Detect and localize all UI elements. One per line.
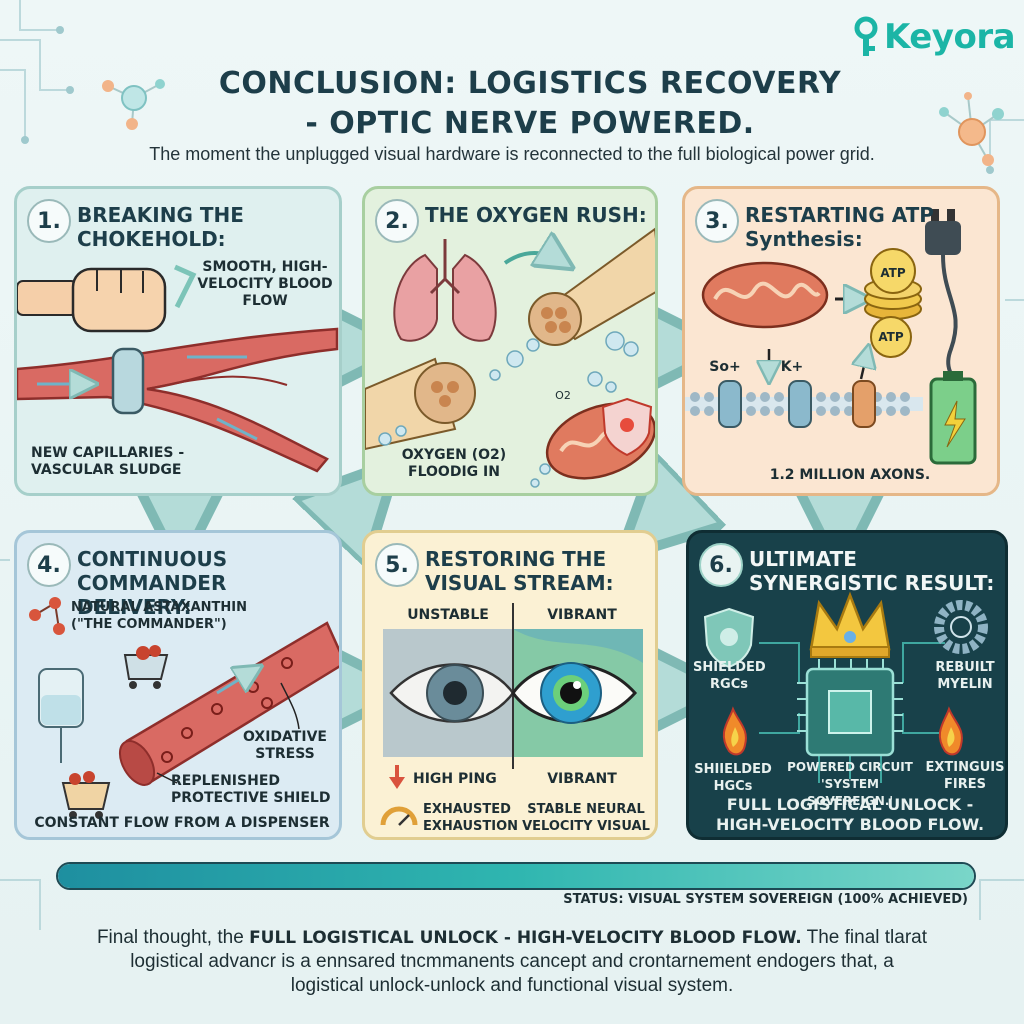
panel-title: RESTORING THE VISUAL STREAM: bbox=[425, 547, 614, 595]
eye-comparison-illustration bbox=[380, 603, 643, 826]
circuit-traces bbox=[759, 642, 945, 783]
brand-name: Keyora bbox=[884, 17, 1016, 57]
label-oxygen: OXYGEN (O2) FLOODIG IN bbox=[401, 447, 507, 480]
label-oxidative-stress: OXIDATIVE STRESS bbox=[243, 729, 327, 762]
panel-commander-delivery: 4. CONTINUOUS COMMANDER DELIVERY: NATURA… bbox=[14, 530, 342, 840]
cart-icon bbox=[123, 645, 169, 689]
label-replenished-shield: REPLENISHED PROTECTIVE SHIELD bbox=[171, 773, 331, 806]
fist-icon bbox=[17, 267, 167, 333]
label-powered-circuit: POWERED CIRCUIT 'SYSTEM SOVEREIGN.' bbox=[787, 760, 913, 808]
label-vibrant-bottom: VIBRANT bbox=[547, 771, 617, 787]
label-exhausted: EXHAUSTED EXHAUSTION bbox=[423, 802, 518, 834]
mitochondria-icon bbox=[701, 261, 829, 329]
fire-icon-left bbox=[722, 706, 747, 756]
vessel-icon bbox=[118, 621, 339, 786]
clamp-icon bbox=[111, 347, 145, 415]
label-sodium: So+ bbox=[709, 359, 741, 375]
label-potassium: K+ bbox=[780, 359, 804, 375]
panel-title: CONTINUOUS COMMANDER DELIVERY: bbox=[77, 547, 228, 619]
page-title: CONCLUSION: LOGISTICS RECOVERY - OPTIC N… bbox=[120, 64, 940, 144]
panel-synergistic-result: 6. ULTIMATE SYNERGISTIC RESULT: SHIELDED… bbox=[686, 530, 1008, 840]
iv-bag-icon bbox=[38, 668, 84, 763]
status-progress-fill bbox=[58, 864, 974, 888]
nerve-bundle-icon bbox=[528, 227, 655, 346]
panel-oxygen-rush: 2. THE OXYGEN RUSH: O2 OXYGEN (O2) FLOOD… bbox=[362, 186, 658, 496]
label-o2: O2 bbox=[555, 389, 571, 402]
panel-restarting-atp: 3. RESTARTING ATP Synthesis: ATP ATP So+… bbox=[682, 186, 1000, 496]
label-rebuilt-myelin: REBUILT MYELIN bbox=[935, 660, 995, 692]
chip-icon bbox=[797, 659, 903, 757]
label-vibrant-top: VIBRANT bbox=[547, 607, 617, 623]
label-atp-1: ATP bbox=[880, 266, 906, 280]
final-bold: FULL LOGISTICAL UNLOCK - HIGH-VELOCITY B… bbox=[249, 928, 802, 948]
label-atp-2: ATP bbox=[878, 330, 904, 344]
label-constant-flow: CONSTANT FLOW FROM A DISPENSER bbox=[34, 815, 330, 831]
vibrant-eye-icon bbox=[511, 662, 638, 724]
blood-vessel-illustration bbox=[17, 264, 339, 473]
status-progress-bar bbox=[56, 862, 976, 890]
panel-breaking-chokehold: 1. BREAKING THE CHOKEHOLD: SMOOTH, HIGH-… bbox=[14, 186, 342, 496]
panel-visual-stream: 5. RESTORING THE VISUAL STREAM: UNSTABLE… bbox=[362, 530, 658, 840]
final-line-3: logistical unlock-unlock and functional … bbox=[290, 975, 734, 996]
final-line-1: Final thought, the FULL LOGISTICAL UNLOC… bbox=[40, 926, 984, 950]
label-unstable: UNSTABLE bbox=[407, 607, 489, 623]
unstable-eye-icon bbox=[389, 663, 515, 723]
panel-title: RESTARTING ATP Synthesis: bbox=[745, 203, 934, 251]
final-thought: Final thought, the FULL LOGISTICAL UNLOC… bbox=[40, 926, 984, 998]
myelin-ring-icon bbox=[934, 600, 988, 654]
label-extinguis-fires: EXTINGUIS FIRES bbox=[925, 760, 1005, 792]
oxygen-bubbles bbox=[378, 331, 639, 488]
label-shielded-top: SHIELDED RGCs bbox=[693, 660, 766, 692]
label-astaxanthin: NATURAL ASTAXANTHIN ("THE COMMANDER") bbox=[71, 600, 248, 632]
optic-nerve-icon bbox=[365, 357, 476, 451]
page-subtitle: The moment the unplugged visual hardware… bbox=[149, 144, 875, 164]
molecule-icon bbox=[29, 597, 65, 635]
crown-icon bbox=[809, 591, 891, 658]
molecule-right-icon bbox=[939, 92, 1004, 166]
brand-logo: Keyora bbox=[852, 14, 1016, 60]
lungs-icon bbox=[393, 239, 497, 342]
atp-illustration bbox=[685, 209, 977, 465]
panel-number: 6. bbox=[699, 543, 743, 587]
battery-icon bbox=[929, 371, 977, 465]
title-line-2: - OPTIC NERVE POWERED. bbox=[305, 106, 755, 141]
final-line-2: logistical advancr is a ennsared tncmman… bbox=[130, 951, 894, 972]
label-high-ping: HIGH PING bbox=[413, 771, 497, 787]
label-flow: SMOOTH, HIGH-VELOCITY BLOOD FLOW bbox=[197, 259, 333, 309]
label-shielded-bottom: SHIIELDED HGCs bbox=[694, 762, 772, 794]
oxygen-illustration bbox=[365, 227, 655, 488]
label-stable: STABLE NEURAL VELOCITY VISUAL bbox=[522, 802, 650, 834]
shopping-cart-icon bbox=[61, 771, 111, 819]
panel-title: ULTIMATE SYNERGISTIC RESULT: bbox=[749, 547, 995, 595]
shield-icon bbox=[601, 397, 653, 457]
panel-number: 4. bbox=[27, 543, 71, 587]
final-prefix: Final thought, the bbox=[96, 927, 244, 948]
atp-coins-icon bbox=[864, 248, 922, 358]
title-line-1: CONCLUSION: LOGISTICS RECOVERY bbox=[218, 66, 842, 101]
panel-number: 3. bbox=[695, 199, 739, 243]
panel-title: THE OXYGEN RUSH: bbox=[425, 203, 647, 227]
status-text: STATUS: VISUAL SYSTEM SOVEREIGN (100% AC… bbox=[563, 892, 968, 907]
key-icon bbox=[854, 16, 878, 56]
fire-icon-right bbox=[938, 706, 963, 756]
panel-number: 5. bbox=[375, 543, 419, 587]
panel-number: 2. bbox=[375, 199, 419, 243]
shield-icon bbox=[703, 607, 755, 669]
label-axons: 1.2 MILLION AXONS. bbox=[769, 467, 931, 483]
panel-number: 1. bbox=[27, 199, 71, 243]
final-rest: The final tlarat bbox=[806, 927, 928, 948]
gauge-icon bbox=[380, 806, 418, 826]
circuit-illustration bbox=[703, 591, 988, 783]
panel-title: BREAKING THE CHOKEHOLD: bbox=[77, 203, 244, 251]
label-capillaries: NEW CAPILLARIES - VASCULAR SLUDGE bbox=[31, 445, 185, 478]
cell-membrane-icon bbox=[685, 380, 923, 428]
astaxanthin-illustration bbox=[29, 597, 339, 819]
molecule-left-icon bbox=[102, 79, 165, 130]
label-full-unlock: FULL LOGISTICAL UNLOCK - HIGH-VELOCITY B… bbox=[715, 795, 985, 834]
